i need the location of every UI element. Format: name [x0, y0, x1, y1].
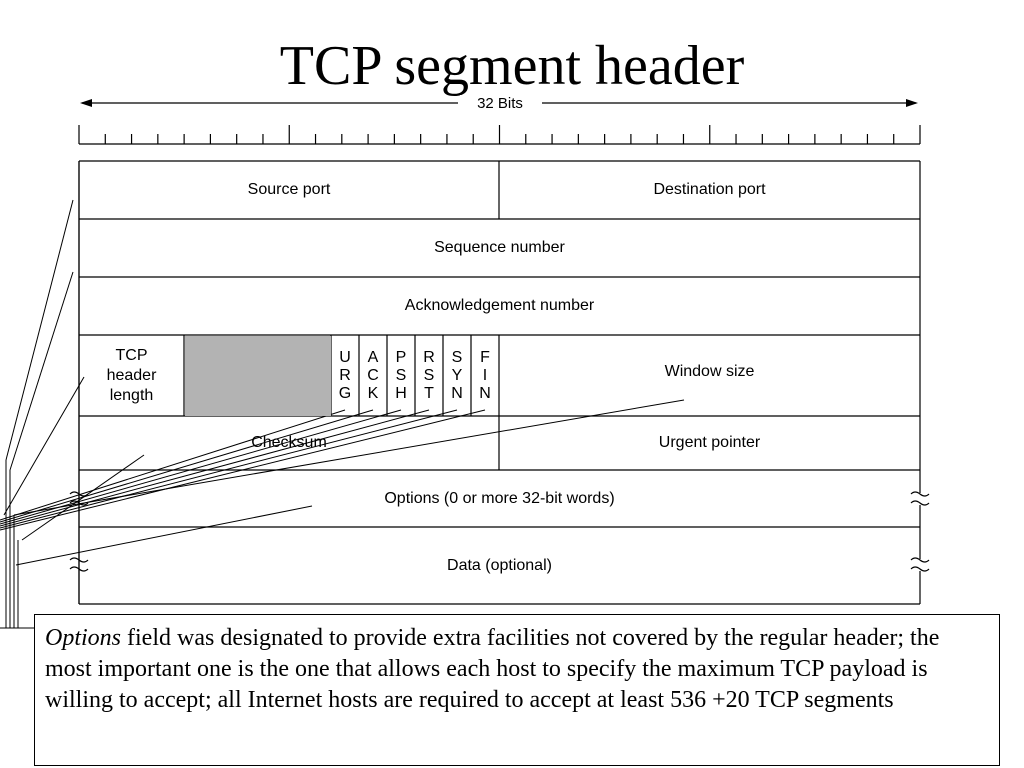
pointer-lines — [0, 199, 685, 629]
flag-letter: K — [367, 384, 379, 402]
flag-letter: S — [423, 366, 435, 384]
flag-letter: S — [395, 366, 407, 384]
flag-letter: U — [339, 348, 351, 366]
flag-letter: I — [482, 366, 488, 384]
flag-ack: A C K — [359, 335, 387, 416]
acknowledgement-number-field: Acknowledgement number — [404, 297, 595, 314]
flag-letter: A — [367, 348, 379, 366]
window-size-label: Window size — [664, 362, 755, 380]
options-note: Options field was designated to provide … — [34, 614, 1000, 766]
flag-psh: P S H — [387, 335, 415, 416]
bit-ruler — [78, 125, 921, 145]
flag-letter: R — [339, 366, 351, 384]
flag-letter: C — [367, 366, 379, 384]
source-port-field: Source port — [247, 181, 331, 198]
flag-letter: N — [451, 384, 463, 402]
flag-syn: S Y N — [443, 335, 471, 416]
bit-width-arrow — [80, 99, 918, 107]
urgent-pointer-field: Urgent pointer — [658, 434, 761, 451]
slide-title: TCP segment header — [279, 35, 745, 97]
options-field: Options (0 or more 32-bit words) — [384, 489, 615, 507]
flag-letter: G — [338, 384, 352, 402]
flag-letter: N — [479, 384, 491, 402]
flag-urg: U R G — [331, 335, 359, 416]
tcp-header-length-field: TCP header length — [106, 346, 157, 404]
sequence-number-field: Sequence number — [434, 239, 565, 256]
flag-rst: R S T — [415, 335, 443, 416]
header-grid — [78, 160, 921, 605]
data-field: Data (optional) — [447, 556, 552, 574]
destination-port-field: Destination port — [653, 181, 766, 198]
reserved-field — [185, 336, 331, 416]
flag-letter: H — [395, 384, 407, 402]
flag-letter: Y — [451, 366, 463, 384]
flag-letter: T — [424, 384, 434, 402]
window-size-field: Window size — [499, 335, 920, 416]
note-text: field was designated to provide extra fa… — [45, 625, 940, 713]
checksum-field: Checksum — [251, 434, 327, 451]
flag-fin: F I N — [471, 335, 499, 416]
flag-letter: R — [423, 348, 435, 366]
note-emphasis: Options — [45, 625, 122, 651]
flag-letter: F — [480, 348, 490, 366]
bit-width-label: 32 Bits — [460, 95, 540, 113]
flag-letter: S — [451, 348, 463, 366]
flag-letter: P — [395, 348, 407, 366]
